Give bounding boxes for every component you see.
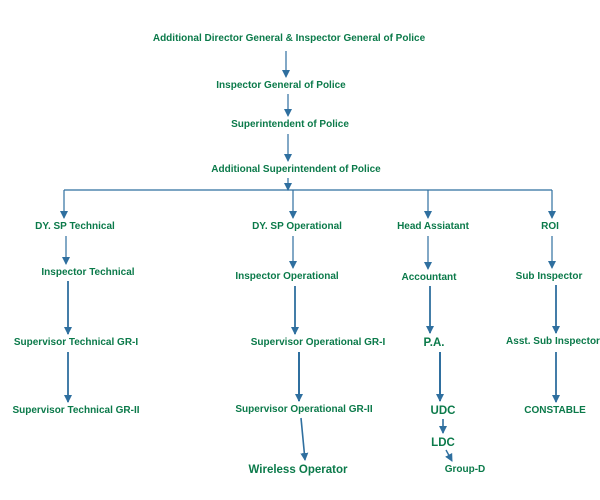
edge-supopsgr2-wireless xyxy=(300,417,309,461)
node-supervisor-technical-gr1: Supervisor Technical GR-I xyxy=(13,337,139,348)
node-head-assistant: Head Assiatant xyxy=(397,221,469,232)
node-inspector-operational: Inspector Operational xyxy=(235,271,339,282)
node-adg: Additional Director General & Inspector … xyxy=(152,33,426,44)
node-sub-inspector: Sub Inspector xyxy=(515,271,583,282)
node-igp: Inspector General of Police xyxy=(216,80,346,91)
node-udc: UDC xyxy=(430,405,456,417)
node-supervisor-technical-gr2: Supervisor Technical GR-II xyxy=(12,405,140,416)
node-dysp-technical: DY. SP Technical xyxy=(35,221,115,232)
node-roi: ROI xyxy=(541,221,559,232)
node-wireless-operator: Wireless Operator xyxy=(248,464,348,476)
node-supervisor-operational-gr1: Supervisor Operational GR-I xyxy=(250,337,386,348)
node-group-d: Group-D xyxy=(444,464,486,475)
node-accountant: Accountant xyxy=(401,272,457,283)
node-pa: P.A. xyxy=(423,337,445,349)
node-asst-sub-inspector: Asst. Sub Inspector xyxy=(506,336,600,347)
node-constable: CONSTABLE xyxy=(524,405,586,416)
node-inspector-technical: Inspector Technical xyxy=(41,267,135,278)
node-sp: Superintendent of Police xyxy=(231,119,349,130)
node-supervisor-operational-gr2: Supervisor Operational GR-II xyxy=(235,404,373,415)
edge-ldc-groupd xyxy=(445,449,453,462)
node-ldc: LDC xyxy=(431,437,455,449)
node-addl-sp: Additional Superintendent of Police xyxy=(211,164,381,175)
node-dysp-operational: DY. SP Operational xyxy=(252,221,342,232)
